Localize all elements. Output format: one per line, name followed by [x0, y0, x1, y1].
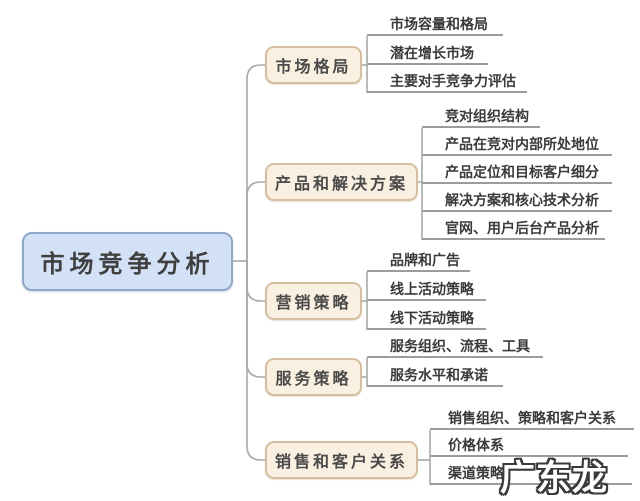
- branch-service-strategy[interactable]: 服务策略: [265, 358, 362, 396]
- child-node[interactable]: 渠道策略: [430, 463, 632, 485]
- child-node[interactable]: 线上活动策略: [367, 279, 486, 301]
- root-node[interactable]: 市场竞争分析: [22, 232, 233, 291]
- child-node[interactable]: 解决方案和核心技术分析: [422, 190, 612, 212]
- child-node[interactable]: 官网、用户后台产品分析: [422, 218, 605, 240]
- child-node[interactable]: 服务水平和承诺: [367, 365, 503, 387]
- child-node[interactable]: 产品在竞对内部所处地位: [422, 134, 612, 156]
- child-node[interactable]: 竞对组织结构: [422, 106, 540, 128]
- child-node[interactable]: 价格体系: [430, 435, 628, 457]
- branch-products-solutions[interactable]: 产品和解决方案: [265, 163, 418, 201]
- branch-market-landscape[interactable]: 市场格局: [265, 46, 362, 84]
- watermark: 广东龙网: [499, 458, 609, 501]
- child-node[interactable]: 潜在增长市场: [367, 43, 488, 65]
- child-node[interactable]: 服务组织、流程、工具: [367, 336, 543, 358]
- child-node[interactable]: 销售组织、策略和客户关系: [430, 408, 634, 430]
- branch-sales-customer-relations[interactable]: 销售和客户关系: [265, 441, 418, 479]
- child-node[interactable]: 市场容量和格局: [367, 14, 503, 36]
- child-node[interactable]: 线下活动策略: [367, 308, 486, 330]
- child-node[interactable]: 主要对手竞争力评估: [367, 71, 527, 93]
- child-node[interactable]: 品牌和广告: [367, 250, 470, 272]
- child-node[interactable]: 产品定位和目标客户细分: [422, 162, 612, 184]
- branch-marketing-strategy[interactable]: 营销策略: [265, 282, 362, 320]
